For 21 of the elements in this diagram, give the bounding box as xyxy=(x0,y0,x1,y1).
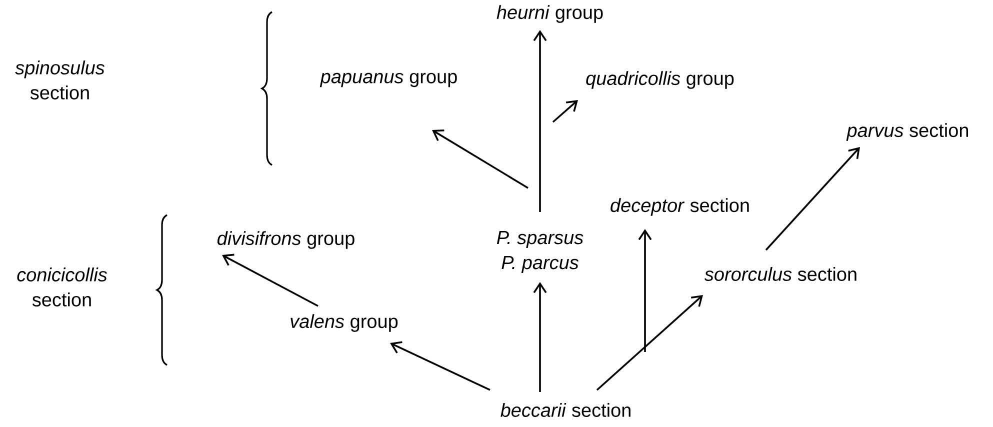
taxon-label: sororculus section xyxy=(704,267,856,281)
taxon-label: papuanus group xyxy=(320,72,457,88)
section-label: spinosulus section xyxy=(15,60,104,100)
taxon-label: quadricollis group xyxy=(586,71,734,89)
taxon-label: beccarii section xyxy=(500,403,630,417)
arrow xyxy=(390,341,490,391)
arrow xyxy=(765,147,860,251)
arrow xyxy=(552,100,578,123)
arrow xyxy=(222,254,318,307)
taxon-label: parvus section xyxy=(846,123,968,141)
taxon-label: divisifrons group xyxy=(217,231,354,249)
arrow xyxy=(533,282,547,392)
taxon-label: valens group xyxy=(290,314,398,332)
arrow xyxy=(638,229,652,352)
arrow xyxy=(533,30,547,212)
arrow xyxy=(596,295,703,391)
taxon-label: heurni group xyxy=(496,5,603,23)
taxon-label: deceptor section xyxy=(610,198,749,216)
section-label: conicicollis section xyxy=(17,268,107,306)
species-label: P. sparsus P. parcus xyxy=(496,231,584,273)
arrow xyxy=(432,129,528,189)
